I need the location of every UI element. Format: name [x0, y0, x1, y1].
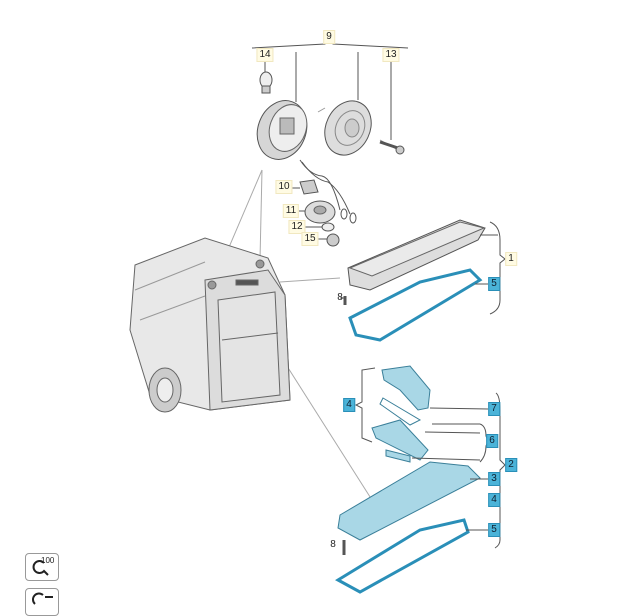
- callout-6[interactable]: 6: [486, 434, 498, 448]
- zoom-100-button[interactable]: 100: [25, 553, 59, 581]
- callout-8-lower[interactable]: 8: [330, 539, 336, 550]
- callout-15[interactable]: 15: [301, 232, 319, 246]
- third-brake-light-lower: [335, 365, 481, 594]
- callout-11[interactable]: 11: [282, 204, 300, 218]
- callout-10[interactable]: 10: [275, 180, 293, 194]
- callout-12[interactable]: 12: [288, 220, 306, 234]
- zoom-level-text: 100: [41, 556, 55, 565]
- zoom-fit-icon: [32, 592, 53, 605]
- callout-5-lower[interactable]: 5: [488, 523, 500, 537]
- van-illustration: [129, 237, 291, 413]
- callout-4-right[interactable]: 4: [488, 493, 500, 507]
- callout-1[interactable]: 1: [505, 252, 517, 266]
- callout-14[interactable]: 14: [256, 48, 274, 62]
- zoom-fit-button[interactable]: [25, 588, 59, 616]
- lamp-cover-part: [317, 100, 399, 156]
- callout-4-left[interactable]: 4: [343, 398, 355, 412]
- callout-8-upper[interactable]: 8: [337, 292, 343, 303]
- bulb-part: [259, 71, 273, 94]
- callout-2[interactable]: 2: [505, 458, 517, 472]
- zoom-icon: [32, 560, 49, 576]
- callout-7[interactable]: 7: [488, 402, 500, 416]
- lamp-housing-part: [256, 100, 357, 224]
- callout-9[interactable]: 9: [323, 30, 335, 44]
- callout-5-upper[interactable]: 5: [488, 277, 500, 291]
- third-brake-light-upper: [343, 219, 486, 342]
- callout-13[interactable]: 13: [382, 48, 400, 62]
- callout-3[interactable]: 3: [488, 472, 500, 486]
- parts-diagram: [129, 39, 506, 594]
